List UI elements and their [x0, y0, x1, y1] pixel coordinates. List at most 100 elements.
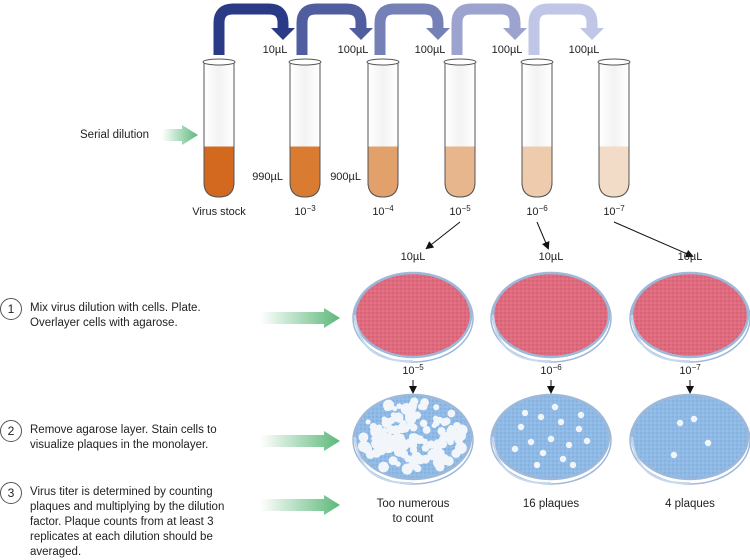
agarose-plate-rim	[631, 314, 691, 363]
transfer-volume-label: 100µL	[338, 44, 369, 56]
plaque	[363, 442, 369, 449]
agarose-plate	[353, 271, 473, 359]
plaque	[408, 433, 418, 442]
tube-dilution-label: 10−7	[603, 204, 625, 218]
transfer-loop	[213, 3, 289, 55]
plaque	[409, 446, 418, 454]
plaque	[365, 449, 375, 459]
transfer-loops	[213, 3, 604, 55]
plaque	[421, 438, 428, 445]
plaque	[569, 461, 577, 469]
transfer-volume-label: 10µL	[263, 44, 288, 56]
step-3-number: 3	[0, 482, 22, 504]
step-1-number: 1	[0, 298, 22, 320]
tube-liquid	[204, 146, 234, 197]
plaque	[690, 415, 698, 423]
plaque	[537, 413, 545, 421]
transfer-arrowhead	[426, 28, 450, 40]
transfer-arrowhead	[271, 28, 295, 40]
plaque	[365, 419, 371, 425]
stained-plate-rim	[492, 436, 552, 485]
plaque	[527, 438, 535, 446]
plaque	[422, 426, 431, 434]
step-3-text: Virus titer is determined by counting pl…	[30, 486, 225, 558]
stained-plate-rim	[354, 436, 414, 485]
transfer-loop	[296, 3, 367, 55]
stained-plate	[630, 393, 750, 481]
step-arrows	[162, 125, 340, 515]
plaque	[453, 450, 461, 458]
result-label-too-numerous-line2: to count	[393, 513, 435, 525]
plaque	[575, 425, 583, 433]
step-1-text: Mix virus dilution with cells. Plate. Ov…	[30, 302, 201, 329]
plaque	[577, 411, 585, 419]
plaque	[415, 457, 422, 463]
tube-outline	[367, 61, 399, 198]
tube-outline	[598, 61, 630, 198]
plaque	[433, 439, 442, 448]
tube-outline	[444, 61, 476, 198]
plaque	[395, 461, 401, 467]
plate-volume-label: 10µL	[678, 251, 703, 263]
dilution-tubes	[202, 58, 631, 198]
plate-dilution-label: 10−7	[679, 363, 701, 377]
transfer-arrow	[536, 221, 550, 250]
tube-dilution-label: 10−6	[526, 204, 548, 218]
step-2-arrow	[260, 431, 340, 451]
plaque	[559, 455, 567, 463]
result-label-16-plaques: 16 plaques	[523, 498, 580, 510]
tube-outline	[521, 61, 553, 198]
transfer-volume-label: 100µL	[492, 44, 523, 56]
plaque	[583, 437, 591, 445]
serial-dilution-arrow	[162, 125, 198, 145]
serial-dilution-label: Serial dilution	[80, 129, 149, 141]
result-label-4-plaques: 4 plaques	[665, 498, 715, 510]
plaque	[421, 444, 429, 452]
transfer-arrowhead	[349, 28, 373, 40]
plaque	[511, 445, 519, 453]
tube-rim	[597, 58, 631, 66]
transfer-arrowhead	[580, 28, 604, 40]
step-3-arrow	[260, 495, 340, 515]
plaque	[565, 441, 573, 449]
transfer-loop	[528, 3, 598, 55]
plate-volume-label: 10µL	[401, 251, 426, 263]
plaque	[437, 427, 446, 436]
plaque	[396, 403, 402, 409]
plate-dilution-label: 10−6	[540, 363, 562, 377]
plaque	[381, 416, 387, 422]
tube-liquid	[445, 146, 475, 197]
step-1-arrow	[260, 308, 340, 328]
plaque	[383, 399, 395, 411]
tube-rim	[520, 58, 554, 66]
tube-rim	[288, 58, 322, 66]
tube-liquid	[522, 146, 552, 197]
plaque	[419, 419, 428, 428]
plaque	[445, 432, 454, 442]
plaque	[378, 461, 389, 473]
plaque	[393, 412, 404, 423]
step-2-text: Remove agarose layer. Stain cells to vis…	[30, 424, 217, 451]
plaque	[432, 447, 439, 454]
transfer-arrow	[613, 221, 694, 258]
tube-outline	[289, 61, 321, 198]
plaque	[533, 461, 541, 469]
petri-dishes	[352, 271, 750, 485]
tube-liquid	[599, 146, 629, 197]
plaque	[417, 403, 425, 410]
plaque	[557, 418, 565, 426]
plaque	[704, 439, 712, 447]
plaque	[435, 462, 445, 472]
tube-dilution-label: 10−5	[449, 204, 471, 218]
stained-plate-rim	[631, 436, 691, 485]
tube-volume-label: 900µL	[330, 171, 361, 183]
plaque	[382, 435, 393, 447]
agarose-plate-rim	[354, 314, 414, 363]
plaque	[442, 417, 451, 426]
step-2-number: 2	[0, 420, 22, 442]
tube-rim	[366, 58, 400, 66]
plaque	[432, 419, 440, 427]
tube-dilution-label: 10−3	[294, 204, 316, 218]
